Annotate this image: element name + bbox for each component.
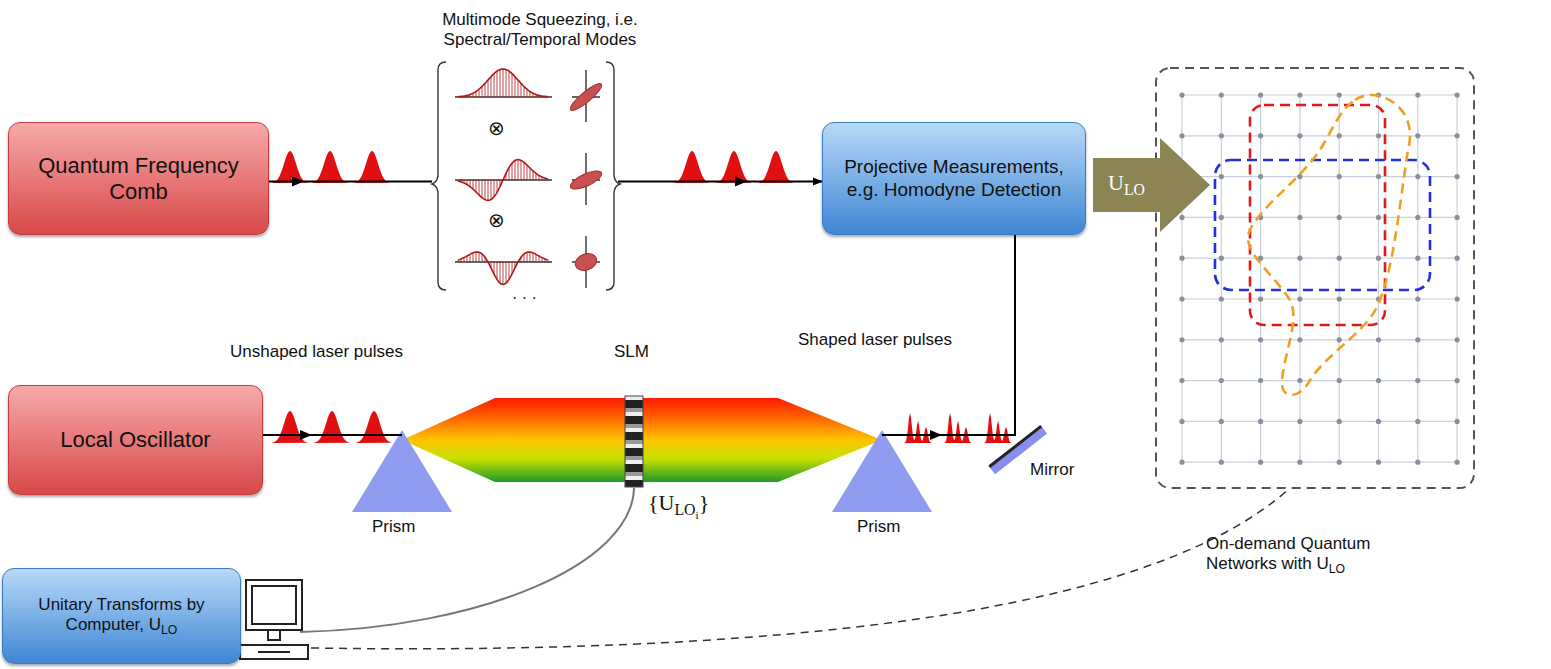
figure-heading: Multimode Squeezing, i.e. Spectral/Tempo… [395,10,685,51]
detection-box: Projective Measurements, e.g. Homodyne D… [822,122,1086,235]
node-label: Projective Measurements, e.g. Homodyne D… [823,156,1085,201]
component-label: Prism [857,517,900,537]
component-label: SLM [614,342,649,362]
unitary-label: {ULOi} [648,490,709,523]
computer-box: Unitary Transforms by Computer, ULO [2,568,241,664]
ellipsis: · · · [512,288,537,307]
node-label: Local Oscillator [50,427,220,453]
connector [263,235,1015,435]
transform-arrow: ULO [1093,158,1160,212]
component-label: Mirror [1030,460,1074,480]
node-label: Unitary Transforms by Computer, ULO [3,595,240,638]
source-box: Local Oscillator [8,385,263,495]
node-label: ULO [1098,170,1155,200]
network-region: On-demand Quantum Networks with ULO [1156,68,1474,488]
flow-arrowhead [292,177,747,187]
flow-arrowhead [300,430,942,440]
beam-label: Unshaped laser pulses [230,342,403,362]
source-box: Quantum Frequency Comb [8,122,269,235]
component-label: Prism [372,517,415,537]
tensor-symbol: ⊗ [488,208,505,232]
beam-label: Shaped laser pulses [798,330,952,350]
connector [311,488,1290,649]
tensor-symbol: ⊗ [488,116,505,140]
region-caption: On-demand Quantum Networks with ULO [1206,534,1416,577]
node-label: Quantum Frequency Comb [9,153,268,205]
